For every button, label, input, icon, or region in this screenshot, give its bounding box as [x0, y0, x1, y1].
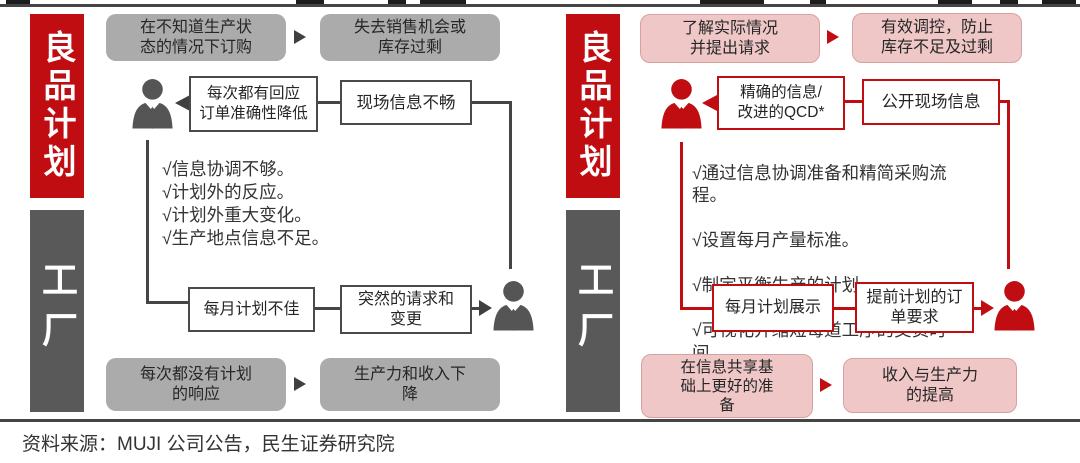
connector — [974, 307, 982, 310]
footer-divider — [0, 419, 1080, 422]
request-box: 提前计划的订 单要求 — [855, 282, 974, 333]
issue-checklist: √信息协调不够。 √计划外的反应。 √计划外重大变化。 √生产地点信息不足。 — [162, 158, 492, 250]
businessperson-icon — [130, 78, 175, 130]
monthly-plan-box: 每月计划不佳 — [188, 287, 315, 332]
response-box: 精确的信息/ 改进的QCD* — [717, 76, 845, 130]
checklist-item: √通过信息协调准备和精简采购流 程。 — [692, 162, 947, 206]
connector — [1000, 100, 1010, 103]
muji-label-bar-left: 良品计划 — [30, 14, 84, 198]
connector — [146, 301, 188, 304]
bottom-effect-box: 生产力和收入下 降 — [320, 358, 500, 411]
improvement-checklist: √通过信息协调准备和精简采购流 程。 √设置每月产量标准。 √制定平衡生产的计划… — [692, 139, 1042, 387]
bottom-effect-box: 收入与生产力 的提高 — [843, 358, 1017, 413]
monthly-plan-box: 每月计划展示 — [712, 284, 834, 332]
arrow-left-icon — [175, 95, 190, 111]
bottom-cause-box: 每次都没有计划 的响应 — [106, 358, 286, 411]
muji-label: 良品计划 — [39, 30, 76, 182]
connector — [680, 307, 712, 310]
source-note: 资料来源：MUJI 公司公告，民生证券研究院 — [22, 434, 395, 455]
effect-box: 失去销售机会或 库存过剩 — [320, 14, 500, 61]
response-box: 每次都有回应 订单准确性降低 — [189, 76, 318, 132]
checklist-item: √生产地点信息不足。 — [162, 228, 330, 248]
bottom-cause-box: 在信息共享基 础上更好的准 备 — [641, 354, 813, 418]
checklist-item: √计划外的反应。 — [162, 182, 295, 202]
businessperson-icon — [491, 280, 536, 332]
request-box: 突然的请求和 变更 — [340, 285, 472, 334]
connector — [834, 307, 855, 310]
title-divider — [0, 4, 1080, 7]
connector — [680, 142, 683, 310]
connector — [509, 101, 512, 269]
muji-label: 良品计划 — [575, 30, 612, 182]
factory-label: 工厂 — [573, 261, 614, 361]
effect-box: 有效调控，防止 库存不足及过剩 — [852, 13, 1022, 63]
checklist-item: √信息协调不够。 — [162, 159, 295, 179]
factory-label: 工厂 — [37, 261, 78, 361]
connector — [146, 140, 149, 304]
connector — [472, 307, 480, 310]
cause-box: 了解实际情况 并提出请求 — [640, 14, 820, 63]
connector — [315, 307, 340, 310]
arrow-right-icon — [294, 30, 306, 44]
connector — [472, 101, 512, 104]
businessperson-icon — [992, 280, 1037, 332]
cause-box: 在不知道生产状 态的情况下订购 — [106, 14, 286, 61]
factory-label-bar-left: 工厂 — [30, 210, 84, 412]
businessperson-icon — [659, 78, 704, 130]
connector — [845, 100, 862, 103]
arrow-right-icon — [820, 378, 832, 392]
factory-label-bar-right: 工厂 — [566, 210, 620, 412]
cropped-title-remnant — [0, 0, 1080, 8]
site-info-box: 现场信息不畅 — [340, 80, 472, 125]
connector — [1007, 100, 1010, 269]
arrow-right-icon — [981, 300, 994, 316]
arrow-right-icon — [294, 377, 306, 391]
checklist-item: √计划外重大变化。 — [162, 205, 312, 225]
connector — [318, 101, 340, 104]
checklist-item: √设置每月产量标准。 — [692, 230, 860, 250]
arrow-right-icon — [479, 300, 492, 316]
arrow-left-icon — [702, 95, 717, 111]
arrow-right-icon — [827, 30, 839, 44]
site-info-box: 公开现场信息 — [862, 79, 1000, 125]
muji-label-bar-right: 良品计划 — [566, 14, 620, 198]
